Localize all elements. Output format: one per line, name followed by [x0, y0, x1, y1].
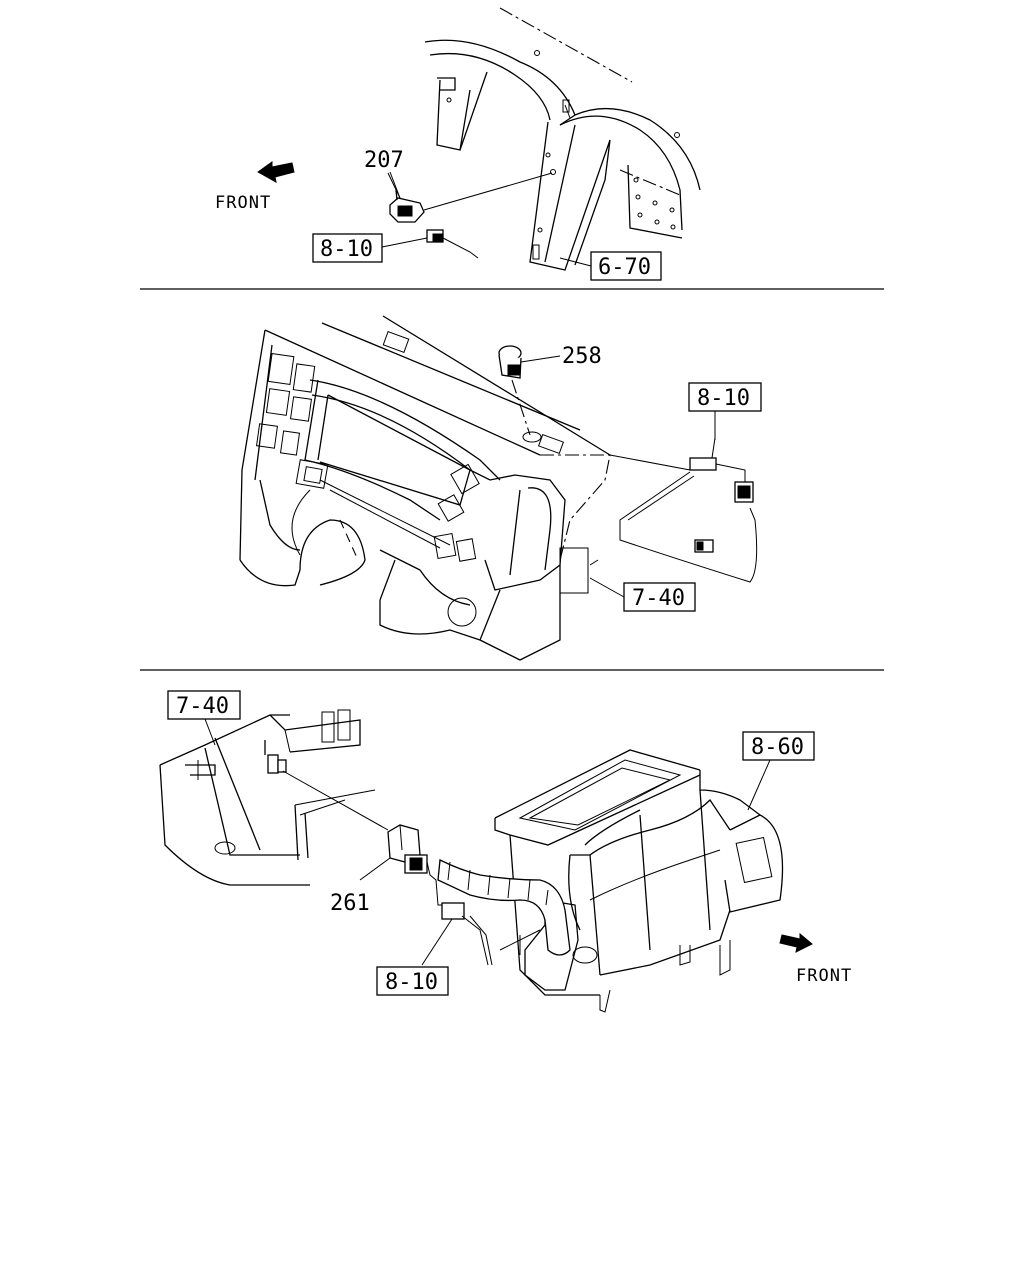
- ref-box-8-10[interactable]: 8-10: [312, 233, 383, 263]
- ref-box-8-60[interactable]: 8-60: [742, 731, 815, 761]
- front-arrow-icon: [779, 932, 813, 953]
- svg-text:7-40: 7-40: [632, 586, 685, 611]
- switch-258: [498, 345, 561, 443]
- ref-box-6-70[interactable]: 6-70: [590, 251, 662, 281]
- dashboard-drawing: [239, 315, 611, 661]
- panel-3-heater-unit: 261: [159, 690, 852, 1013]
- front-label: FRONT: [796, 966, 852, 986]
- svg-text:8-60: 8-60: [751, 735, 804, 760]
- connector-8-10-p3: [421, 902, 493, 966]
- svg-text:6-70: 6-70: [598, 255, 651, 280]
- cab-frame-drawing: [424, 7, 701, 271]
- panel-2-dashboard: 258 8-10 7-40: [239, 315, 762, 661]
- part-number-261: 261: [330, 891, 370, 916]
- ref-box-8-10[interactable]: 8-10: [688, 382, 762, 412]
- harness-8-10: [609, 437, 758, 583]
- part-number-207: 207: [364, 148, 404, 173]
- front-arrow-icon: [257, 161, 295, 183]
- ref-box-7-40[interactable]: 7-40: [167, 690, 241, 720]
- heater-unit-drawing: [437, 749, 784, 1013]
- relay-207: [387, 172, 553, 223]
- front-label: FRONT: [215, 193, 271, 213]
- part-number-258: 258: [562, 344, 602, 369]
- panel-1-relay-mount: FRONT 207 8-10 6-70: [215, 7, 701, 281]
- connector-8-10-p1: [381, 229, 479, 259]
- relay-261: [359, 824, 445, 906]
- svg-text:8-10: 8-10: [320, 237, 373, 262]
- lower-panel-drawing: [159, 709, 389, 886]
- svg-text:8-10: 8-10: [697, 386, 750, 411]
- svg-text:8-10: 8-10: [385, 970, 438, 995]
- svg-text:7-40: 7-40: [176, 694, 229, 719]
- ref-box-8-10[interactable]: 8-10: [376, 966, 449, 996]
- ref-box-7-40[interactable]: 7-40: [623, 582, 696, 612]
